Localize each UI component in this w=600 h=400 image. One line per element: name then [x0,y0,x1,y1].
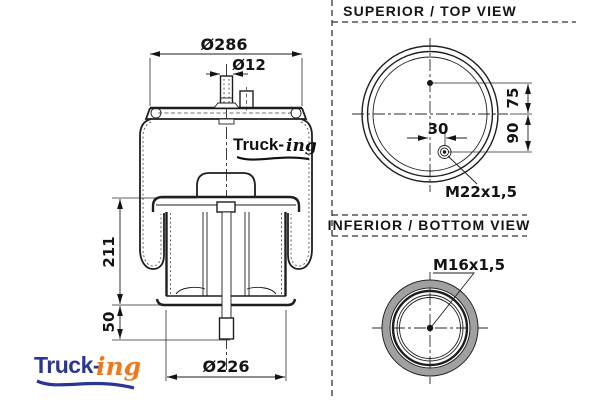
port-m16-leader [431,272,475,327]
rubber-bumper [196,172,256,198]
dim-211-extension-lines [112,197,197,306]
dim-50-label: 50 [100,312,118,333]
brand-logo-swoosh [36,379,135,390]
dim-226-extension-lines [165,310,287,381]
top-plate-bolt-right [290,107,302,119]
bottom-view-title: INFERIOR / BOTTOM VIEW [328,217,531,233]
dim-vertical-offsets: 75 90 [430,82,532,153]
piston-walls [165,212,287,296]
air-port-outer-ring [437,145,452,159]
port-m16: M16x1,5 [431,256,505,327]
brand-logo-suffix: ing [96,352,141,381]
dim-286-label: Ø286 [201,35,248,54]
top-view-crosshairs [352,38,508,192]
air-port-center [442,150,447,154]
watermark-logo: Truck- ing [233,135,317,161]
bottom-view-thin-circle-1 [396,294,464,362]
dim-port-horizontal: 30 [407,120,467,146]
air-port-leader [447,155,478,185]
dim-286-extension-lines [149,58,303,106]
stud-boss [213,102,240,109]
piston-walls-inner [170,213,282,295]
dim-top-plate-diameter: Ø286 [149,35,303,106]
top-view-outer-circle [361,45,499,183]
dim-30-label: 30 [428,120,449,138]
bottom-view-thin-circle-2 [399,297,461,359]
top-stud [219,75,234,109]
bottom-view-gray-ring [382,280,478,376]
dim-stud-diameter: Ø12 [206,56,266,77]
brand-logo-prefix: Truck- [34,352,100,378]
dim-piston-diameter: Ø226 [165,310,287,381]
piston-bore-lines [202,212,250,296]
dim-90-label: 90 [504,123,522,144]
top-plate-body [144,107,308,120]
bellows-wall-left [139,118,165,270]
dim-75-90-reference-lines [430,82,532,153]
top-view: SUPERIOR / TOP VIEW 75 90 30 [332,3,576,201]
bottom-view-gray-ring-inner-edge [389,287,471,369]
brand-logo: Truck- ing [34,352,141,390]
side-view: Ø286 Ø12 [100,35,317,381]
top-plate [144,102,308,125]
bellows-wall-right-inner [290,121,310,267]
top-view-title: SUPERIOR / TOP VIEW [343,3,517,19]
stud-thread-end [218,317,235,340]
stud-nut [216,201,236,213]
bottom-view-gray-ring-outer-edge [381,279,479,377]
dim-211-label: 211 [100,236,118,267]
dim-226-label: Ø226 [203,357,250,376]
bellows [139,118,313,270]
bottom-view: INFERIOR / BOTTOM VIEW M16x1,5 [328,214,531,384]
dim-piston-height: 211 [100,197,197,306]
bellows-wall-right [287,118,313,270]
air-port-inner-ring [440,147,449,157]
bottom-view-bold-circle [391,289,469,367]
watermark-logo-prefix: Truck- [233,135,284,154]
lower-stud [216,201,236,340]
plate-under-boss [218,118,235,125]
top-view-middle-circle [366,50,494,178]
watermark-logo-swoosh [236,155,310,161]
port-m16-label: M16x1,5 [433,256,505,274]
bottom-view-center-dot [426,324,434,332]
dim-lower-offset: 50 [100,306,230,341]
dim-75-label: 75 [504,88,522,109]
stud-shaft [221,211,232,319]
dim-12-label: Ø12 [232,56,266,74]
air-port-thread-label: M22x1,5 [445,183,517,201]
air-port-m22: M22x1,5 [437,145,517,201]
watermark-logo-suffix: ing [286,136,317,156]
bellows-wall-left-inner [142,121,162,267]
top-plate-bolt-left [150,107,162,119]
top-view-inner-circle [372,56,488,172]
piston-feet [175,286,277,295]
